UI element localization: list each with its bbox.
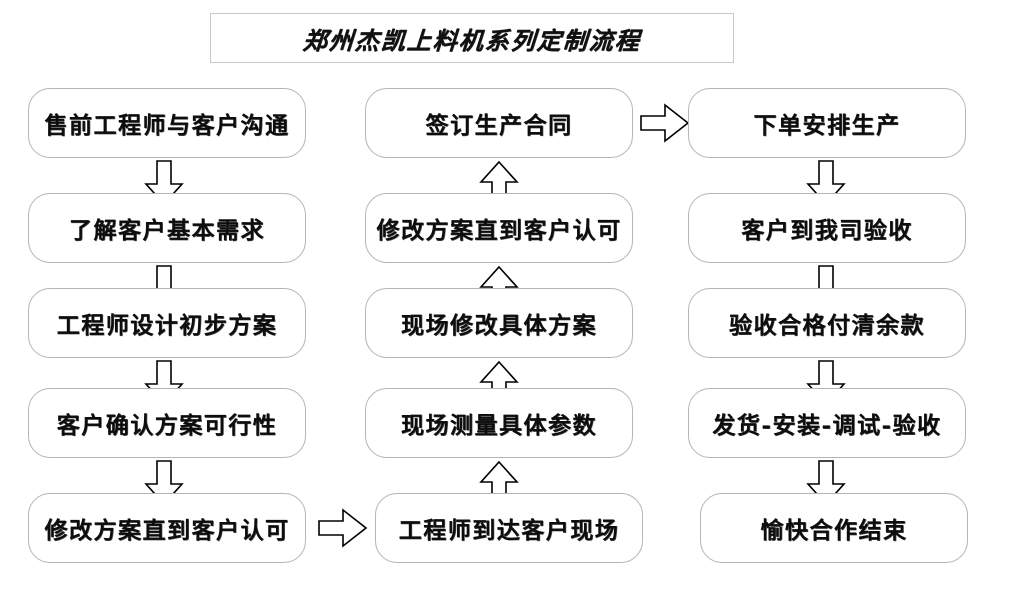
node-label: 工程师设计初步方案 (56, 312, 278, 339)
node-label: 工程师到达客户现场 (398, 517, 620, 544)
node-revise-until-approved-col2[interactable]: 修改方案直到客户认可 (365, 193, 633, 263)
node-presales-communication[interactable]: 售前工程师与客户沟通 (28, 88, 306, 158)
node-label: 验收合格付清余款 (729, 312, 925, 339)
arrow-right-top-icon (640, 103, 690, 143)
node-label: 客户确认方案可行性 (56, 412, 278, 439)
node-onsite-measure-parameters[interactable]: 现场测量具体参数 (365, 388, 633, 458)
node-label: 了解客户基本需求 (69, 217, 265, 244)
node-customer-factory-acceptance[interactable]: 客户到我司验收 (688, 193, 966, 263)
node-label: 现场修改具体方案 (401, 312, 597, 339)
node-label: 修改方案直到客户认可 (376, 217, 622, 244)
node-label: 愉快合作结束 (760, 517, 908, 544)
node-understand-requirements[interactable]: 了解客户基本需求 (28, 193, 306, 263)
node-label: 售前工程师与客户沟通 (44, 112, 290, 139)
node-label: 签订生产合同 (425, 112, 573, 139)
node-onsite-revise-plan[interactable]: 现场修改具体方案 (365, 288, 633, 358)
node-label: 发货-安装-调试-验收 (712, 412, 942, 439)
node-label: 下单安排生产 (753, 112, 901, 139)
node-label: 现场测量具体参数 (401, 412, 597, 439)
node-revise-until-approved-col1[interactable]: 修改方案直到客户认可 (28, 493, 306, 563)
node-place-order-schedule-production[interactable]: 下单安排生产 (688, 88, 966, 158)
node-engineer-arrives-onsite[interactable]: 工程师到达客户现场 (375, 493, 643, 563)
node-sign-production-contract[interactable]: 签订生产合同 (365, 88, 633, 158)
page-title: 郑州杰凯上料机系列定制流程 (301, 25, 642, 55)
node-ship-install-commission-accept[interactable]: 发货-安装-调试-验收 (688, 388, 966, 458)
node-confirm-feasibility[interactable]: 客户确认方案可行性 (28, 388, 306, 458)
node-label: 修改方案直到客户认可 (44, 517, 290, 544)
node-pay-balance-after-acceptance[interactable]: 验收合格付清余款 (688, 288, 966, 358)
arrow-right-bottom-icon (318, 508, 368, 548)
node-label: 客户到我司验收 (741, 217, 913, 244)
chart-title-box: 郑州杰凯上料机系列定制流程 (210, 13, 734, 63)
node-preliminary-design[interactable]: 工程师设计初步方案 (28, 288, 306, 358)
node-happy-cooperation-end[interactable]: 愉快合作结束 (700, 493, 968, 563)
